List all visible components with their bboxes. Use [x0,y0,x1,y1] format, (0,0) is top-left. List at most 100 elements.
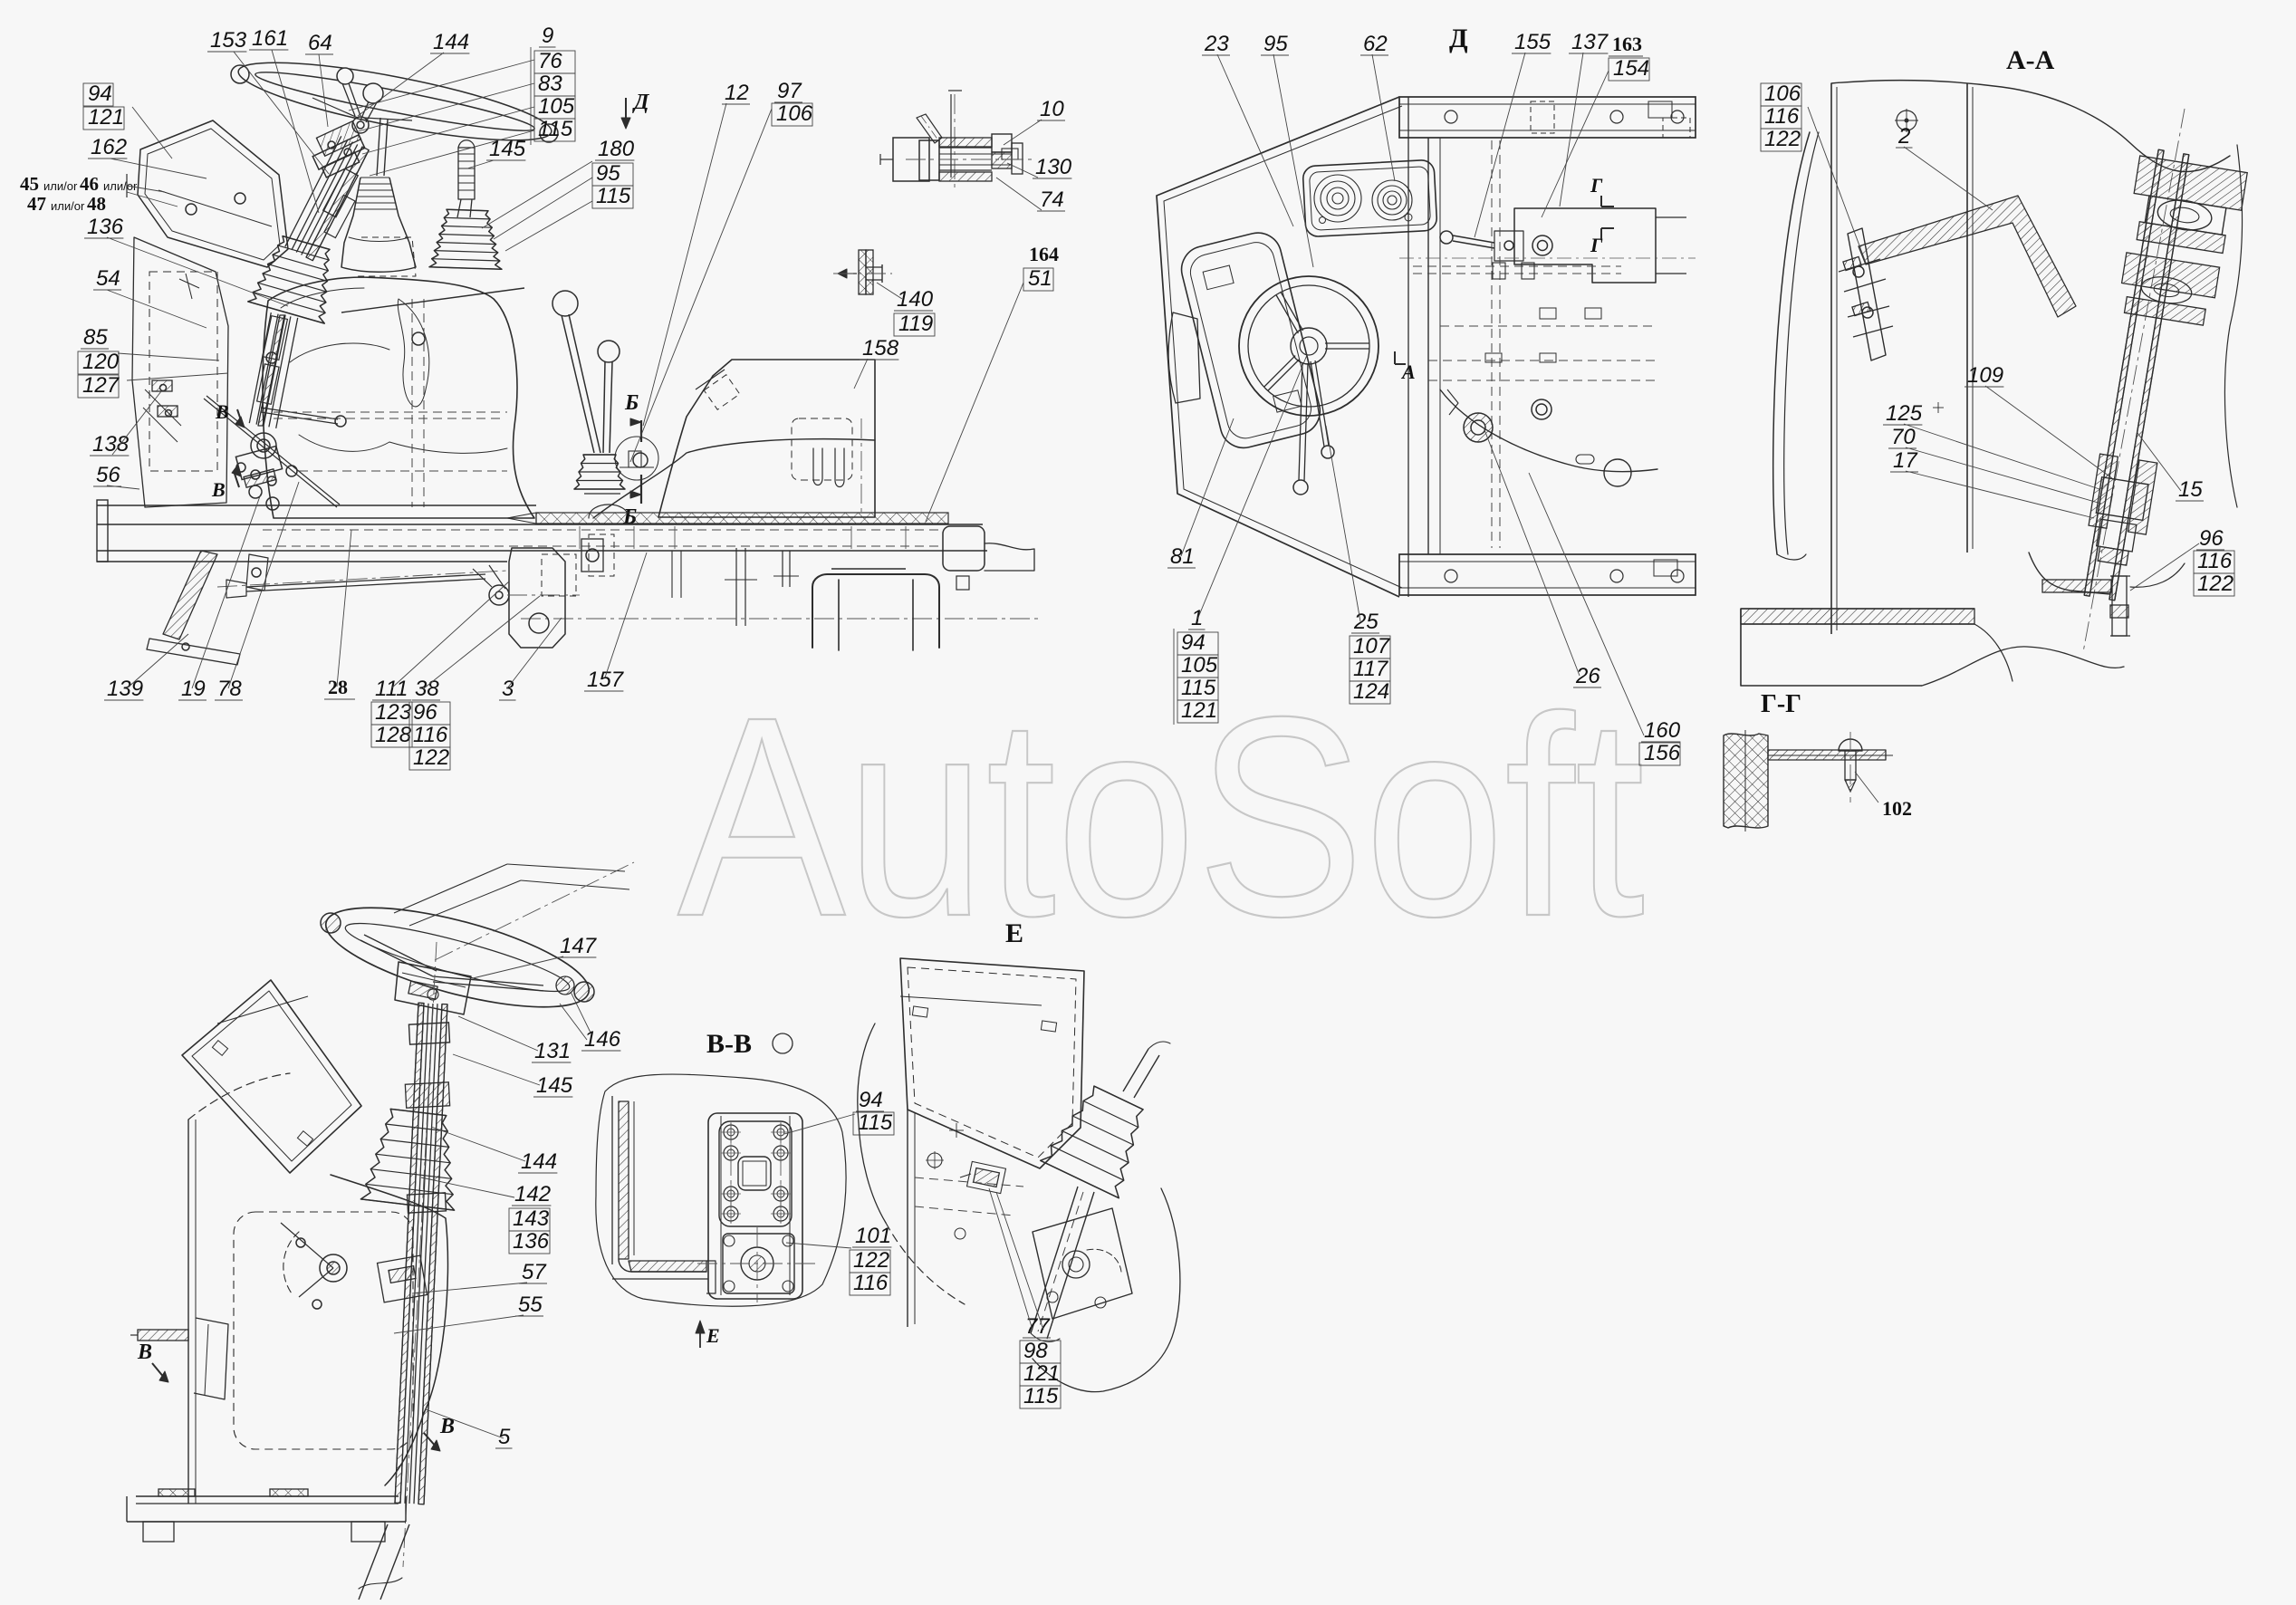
svg-text:105: 105 [1181,653,1218,678]
svg-text:115: 115 [538,117,573,141]
svg-text:147: 147 [560,934,598,958]
svg-text:Г: Г [1590,234,1603,256]
svg-text:117: 117 [1353,657,1389,681]
svg-text:47: 47 [27,193,46,215]
svg-text:96: 96 [413,700,437,725]
svg-text:102: 102 [1882,797,1912,820]
svg-text:77: 77 [1025,1314,1051,1339]
svg-text:94: 94 [1181,630,1206,655]
svg-text:115: 115 [858,1110,893,1135]
svg-text:160: 160 [1644,718,1681,743]
svg-text:9: 9 [542,24,553,48]
svg-text:62: 62 [1363,32,1388,56]
svg-text:121: 121 [1023,1361,1060,1386]
svg-text:95: 95 [596,161,620,186]
svg-text:146: 146 [584,1027,621,1052]
svg-text:105: 105 [538,94,575,119]
svg-text:109: 109 [1967,363,2003,388]
svg-text:83: 83 [538,72,562,96]
svg-text:12: 12 [725,81,749,105]
svg-text:или/or: или/or [43,179,78,193]
svg-text:94: 94 [88,82,112,106]
svg-text:А: А [1400,360,1416,383]
svg-text:122: 122 [2197,572,2234,596]
svg-text:В: В [137,1341,152,1364]
svg-text:121: 121 [88,105,124,130]
svg-text:45: 45 [20,173,39,195]
svg-text:106: 106 [776,101,813,126]
svg-text:Е: Е [706,1324,720,1347]
svg-text:15: 15 [2178,477,2203,502]
svg-text:3: 3 [502,677,514,701]
svg-text:116: 116 [2197,549,2233,573]
svg-text:Е: Е [1005,918,1023,948]
svg-text:23: 23 [1204,32,1229,56]
svg-text:144: 144 [433,30,469,54]
svg-text:163: 163 [1612,33,1642,55]
svg-text:AutoSoft: AutoSoft [677,658,1646,975]
svg-text:122: 122 [413,745,449,770]
svg-text:94: 94 [859,1088,883,1112]
svg-text:154: 154 [1613,56,1649,81]
svg-text:145: 145 [489,137,526,161]
svg-text:Б: Б [624,391,639,415]
svg-text:51: 51 [1028,266,1052,291]
svg-text:161: 161 [252,26,288,51]
svg-text:153: 153 [210,28,247,53]
svg-text:156: 156 [1644,741,1681,765]
svg-text:131: 131 [534,1039,571,1063]
svg-text:5: 5 [498,1425,511,1449]
svg-text:Д: Д [632,91,650,114]
svg-text:116: 116 [1764,104,1800,129]
svg-text:В: В [215,400,229,423]
svg-text:В: В [211,478,226,501]
svg-text:107: 107 [1353,634,1391,658]
svg-text:136: 136 [513,1229,550,1254]
svg-text:143: 143 [513,1206,550,1231]
svg-text:А-А: А-А [2006,45,2055,75]
svg-text:158: 158 [862,336,899,360]
svg-text:142: 142 [514,1182,551,1206]
svg-text:78: 78 [217,677,242,701]
svg-text:127: 127 [82,373,120,398]
svg-text:19: 19 [181,677,206,701]
svg-text:28: 28 [328,676,348,698]
svg-text:74: 74 [1040,187,1064,212]
svg-text:В-В: В-В [706,1029,752,1059]
svg-text:120: 120 [82,350,120,374]
svg-text:138: 138 [92,432,130,457]
svg-text:70: 70 [1891,425,1916,449]
svg-text:25: 25 [1353,610,1379,634]
svg-text:116: 116 [853,1271,889,1295]
svg-text:136: 136 [87,215,124,239]
svg-text:121: 121 [1181,698,1217,723]
svg-text:10: 10 [1040,97,1064,121]
svg-text:124: 124 [1353,679,1389,704]
svg-text:180: 180 [598,137,635,161]
svg-text:115: 115 [1181,676,1216,700]
svg-text:или/or: или/or [103,179,138,193]
svg-text:81: 81 [1170,544,1195,569]
svg-text:48: 48 [87,193,106,215]
svg-text:46: 46 [80,173,99,195]
svg-text:139: 139 [107,677,143,701]
svg-text:95: 95 [1263,32,1288,56]
svg-text:64: 64 [308,31,332,55]
svg-text:164: 164 [1029,243,1059,265]
svg-text:137: 137 [1571,30,1609,54]
svg-text:2: 2 [1897,124,1910,149]
svg-text:55: 55 [518,1293,543,1317]
svg-text:162: 162 [91,135,127,159]
svg-text:122: 122 [853,1248,889,1273]
svg-text:116: 116 [413,723,448,747]
svg-text:155: 155 [1514,30,1551,54]
svg-text:17: 17 [1893,448,1918,473]
svg-text:85: 85 [83,325,108,350]
svg-text:98: 98 [1023,1339,1048,1363]
svg-text:Г: Г [1590,174,1603,197]
svg-text:157: 157 [587,668,625,692]
svg-text:38: 38 [415,677,439,701]
svg-text:119: 119 [898,312,933,336]
svg-text:76: 76 [538,49,562,73]
svg-text:56: 56 [96,463,120,487]
